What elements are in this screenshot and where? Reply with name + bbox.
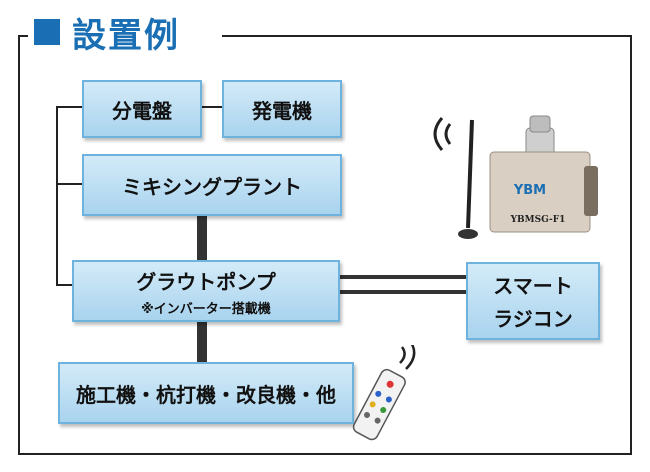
smart-remote-label-line2: ラジコン (493, 307, 573, 331)
remote-control-icon (352, 345, 416, 441)
grout-pump-note: ※インバーター搭載機 (141, 301, 271, 317)
distribution-board-label: 分電盤 (112, 98, 172, 123)
frame-top-right (222, 35, 632, 37)
generator-label: 発電機 (252, 98, 312, 123)
device-brand-label: YBM (513, 183, 546, 198)
remote-wireless-signal-icon (399, 345, 416, 370)
mixing-plant-box: ミキシングプラント (82, 154, 342, 216)
antenna-icon (458, 119, 478, 239)
smart-remote-box: スマート ラジコン (466, 262, 600, 340)
grout-pump-label: グラウトポンプ (136, 269, 276, 294)
left-bracket-vertical (56, 106, 58, 286)
generator-box: 発電機 (222, 80, 342, 138)
bracket-to-mixing-plant (56, 183, 82, 185)
receiver-unit-icon: YBM YBMSG-F1 (433, 115, 598, 239)
grout-pump-box: グラウトポンプ ※インバーター搭載機 (72, 260, 340, 322)
cable-pump-remote-1 (338, 275, 466, 279)
hose-pump-to-machines (197, 318, 207, 362)
wireless-signal-icon (433, 117, 452, 151)
title-square-icon (34, 19, 60, 45)
title-text: 設置例 (72, 15, 180, 56)
machines-label: 施工機・杭打機・改良機・他 (76, 382, 336, 407)
section-title: 設置例 (28, 10, 186, 56)
hose-plant-to-pump (197, 214, 207, 260)
frame-right (630, 35, 632, 455)
frame-bottom (18, 453, 632, 455)
frame-left (18, 35, 20, 455)
frame-top-left (18, 35, 30, 37)
bracket-to-distribution-board (56, 106, 82, 108)
distribution-board-box: 分電盤 (82, 80, 202, 138)
bracket-to-grout-pump (56, 284, 72, 286)
machines-box: 施工機・杭打機・改良機・他 (58, 362, 354, 424)
smart-remote-label-line1: スマート (493, 274, 573, 298)
cable-pump-remote-2 (338, 290, 466, 294)
mixing-plant-label: ミキシングプラント (122, 174, 302, 199)
board-generator-link (200, 106, 222, 108)
device-model-label: YBMSG-F1 (510, 215, 566, 225)
